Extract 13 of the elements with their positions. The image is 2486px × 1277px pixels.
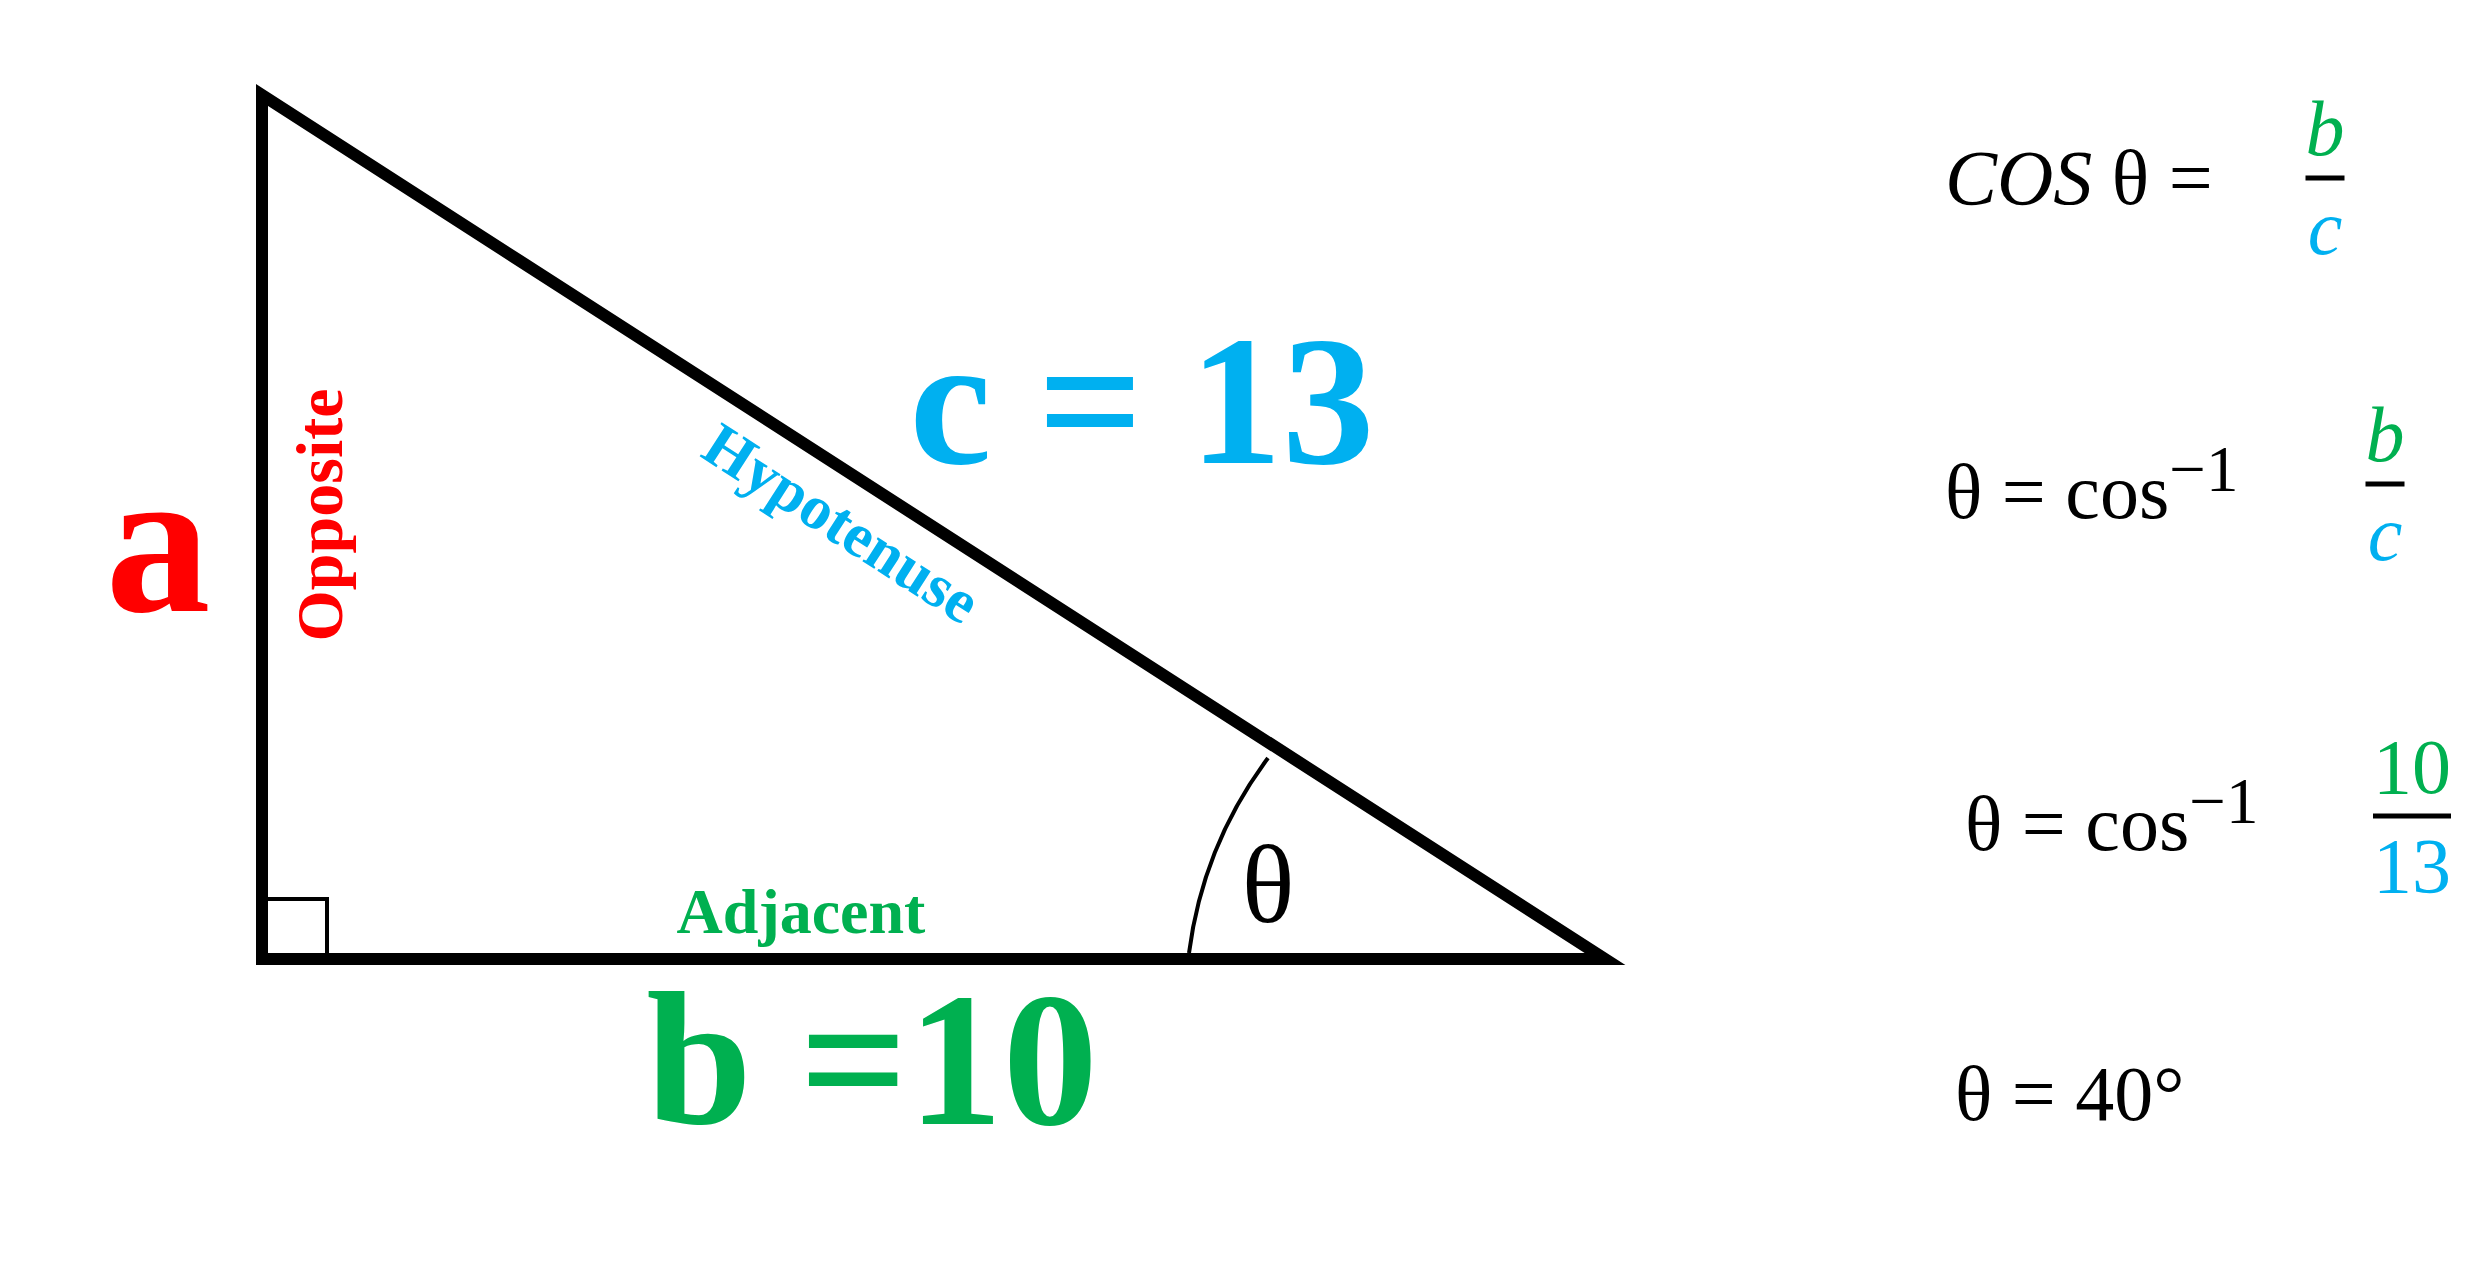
fraction-term: 13 bbox=[2373, 826, 2451, 905]
fraction-term: 10 bbox=[2373, 727, 2451, 806]
side-letter: a bbox=[105, 435, 211, 645]
side-value: b =10 bbox=[646, 965, 1098, 1155]
fraction-term: b bbox=[2365, 395, 2405, 474]
fraction-term: b bbox=[2305, 89, 2345, 168]
formula-text: COS θ = bbox=[1945, 139, 2213, 217]
formula-text: θ = cos$^{−1}$ bbox=[1965, 769, 2259, 863]
formula-text: θ = 40° bbox=[1955, 1055, 2185, 1133]
fraction-term: c bbox=[2367, 494, 2403, 573]
fraction-term: c bbox=[2307, 188, 2343, 267]
angle-symbol: θ bbox=[1241, 830, 1295, 940]
formula-text: θ = cos$^{−1}$ bbox=[1945, 437, 2239, 531]
